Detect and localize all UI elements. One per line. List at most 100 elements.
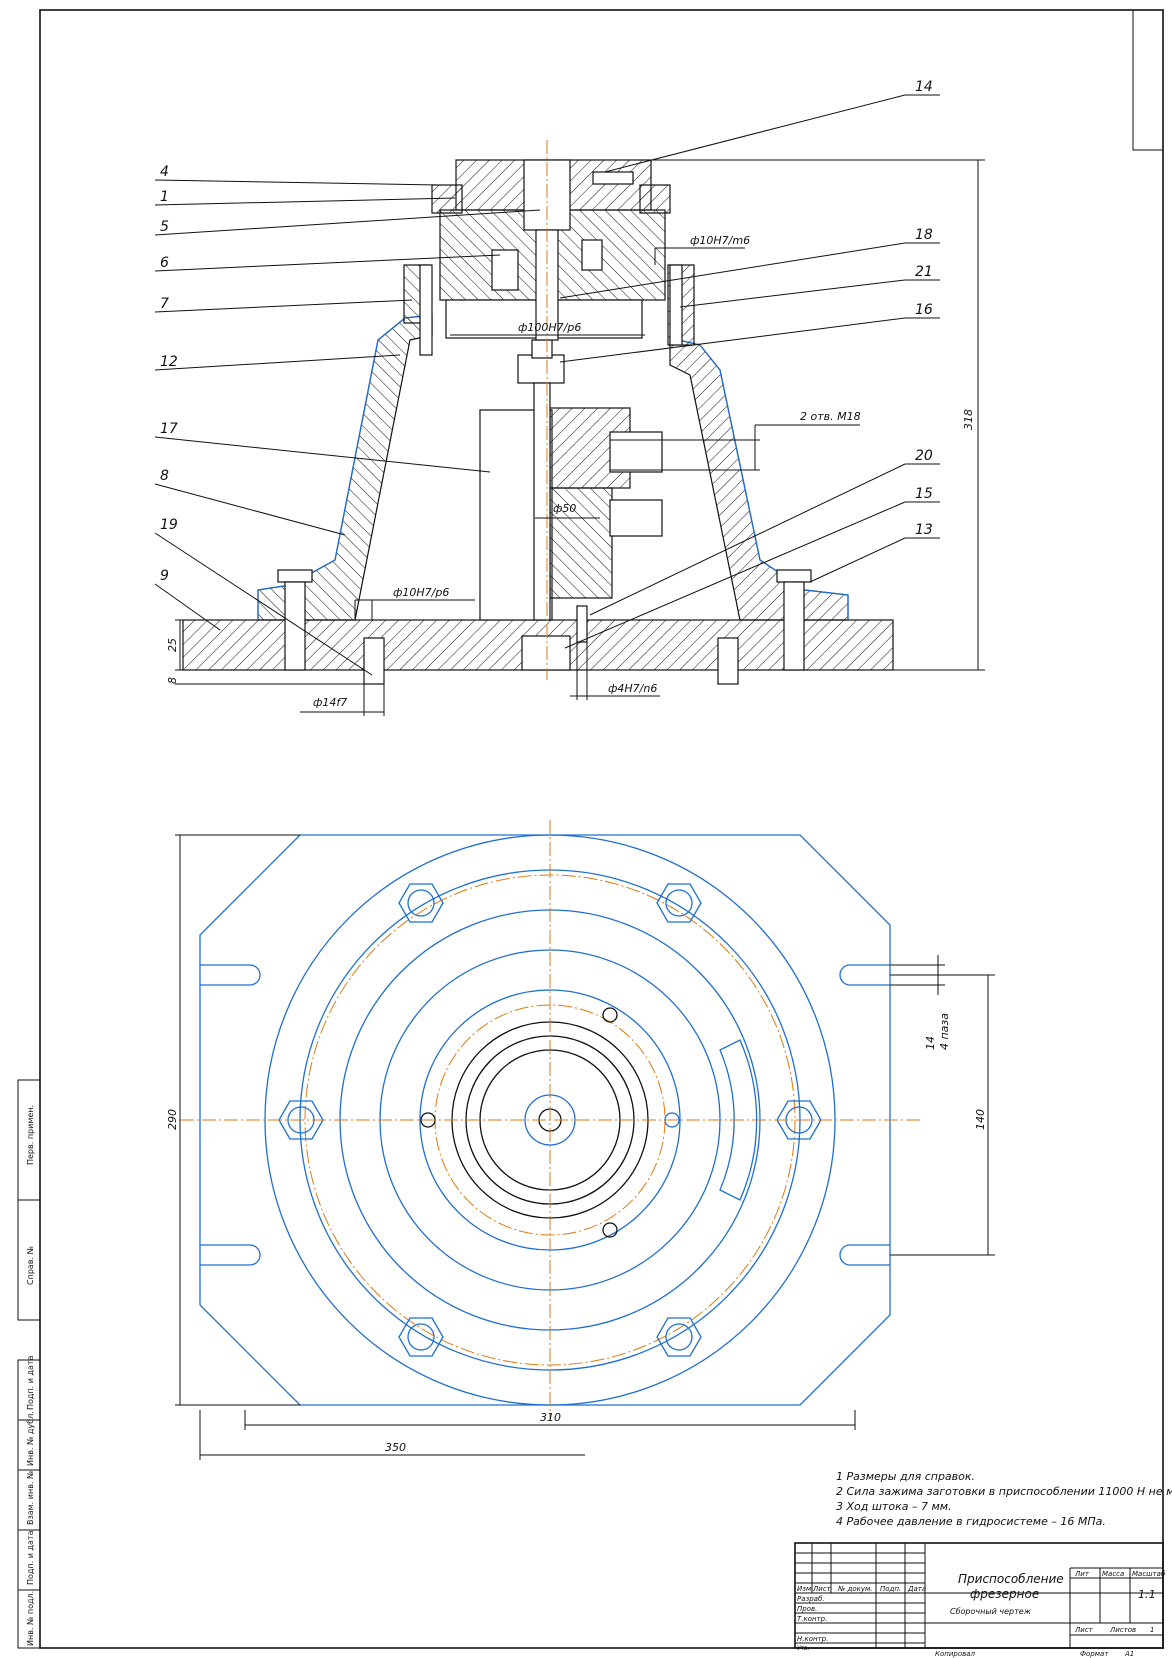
callout-label: 17	[160, 421, 178, 437]
callout-12: 12	[154, 354, 401, 371]
tb-doc-type: Сборочный чертеж	[950, 1607, 1032, 1616]
callout-label: 9	[160, 568, 169, 584]
callout-1: 1	[154, 189, 456, 206]
callout-17: 17	[154, 421, 491, 473]
dim-d14f7: ф14f7	[313, 696, 347, 709]
tb-listov: Листов	[1109, 1626, 1136, 1634]
tb-row-razrab: Разраб.	[797, 1595, 825, 1603]
base-bolt-left	[277, 569, 313, 671]
arc-slot	[719, 1039, 758, 1201]
note-line: 3 Ход штока – 7 мм.	[836, 1500, 952, 1513]
tb-name-line2: фрезерное	[970, 1587, 1039, 1601]
tb-format: Формат	[1080, 1650, 1109, 1658]
dim-d290: 290	[166, 1109, 179, 1130]
hydraulic-cylinder	[479, 339, 663, 621]
callout-label: 4	[160, 164, 169, 180]
callout-15: 15	[564, 486, 940, 649]
note-line: 1 Размеры для справок.	[836, 1470, 975, 1483]
callout-7: 7	[154, 296, 413, 313]
tb-lit: Лит	[1074, 1570, 1090, 1578]
dim-h8: 8	[166, 677, 179, 684]
section-view: 14 4 1 5 18 6	[154, 79, 985, 716]
tb-row-tkontr: Т.контр.	[797, 1615, 827, 1623]
plan-dimensions: 290 310 350 140 14 4 паза	[166, 834, 995, 1460]
callout-14: 14	[604, 79, 940, 173]
callout-label: 14	[915, 79, 933, 95]
tb-format-value: А1	[1124, 1650, 1134, 1658]
callout-label: 1	[160, 189, 169, 205]
tb-col-podp: Подп.	[880, 1585, 901, 1593]
callout-label: 15	[915, 486, 933, 502]
callout-label: 19	[160, 517, 178, 533]
callout-20: 20	[589, 448, 940, 616]
callout-6: 6	[154, 254, 501, 272]
strip-label: Взам. инв. №	[26, 1470, 35, 1525]
callout-label: 13	[915, 522, 933, 538]
tb-list: Лист	[1074, 1626, 1094, 1634]
callout-16: 16	[559, 302, 940, 363]
base-bolt-right	[776, 569, 812, 671]
dim-holes-m18: 2 отв. M18	[800, 410, 861, 423]
dim-d14: 14	[924, 1036, 937, 1050]
tb-col-izm: Изм	[797, 1585, 812, 1593]
callout-label: 21	[915, 264, 933, 280]
tb-row-prov: Пров.	[797, 1605, 817, 1613]
callouts: 14 4 1 5 18 6	[154, 79, 940, 676]
tb-massa: Масса	[1102, 1570, 1124, 1578]
callout-label: 8	[160, 468, 169, 484]
callout-label: 16	[915, 302, 933, 318]
note-line: 2 Сила зажима заготовки в приспособлении…	[836, 1485, 1172, 1498]
strip-label: Справ. №	[26, 1245, 35, 1285]
strip-label: Инв. № подл.	[26, 1591, 35, 1646]
strip-label: Подп. и дата	[26, 1355, 35, 1410]
callout-label: 5	[160, 219, 169, 235]
callout-18: 18	[559, 227, 940, 299]
callout-21: 21	[679, 264, 940, 308]
tb-row-utv: Утв.	[797, 1645, 810, 1652]
tb-kopiroval: Копировал	[935, 1650, 976, 1658]
callout-label: 18	[915, 227, 933, 243]
callout-label: 12	[160, 354, 178, 370]
dim-fit-100h7-p6: ф100H7/p6	[518, 321, 581, 334]
callout-label: 20	[915, 448, 933, 464]
dim-fit-10h7-m6: ф10H7/m6	[690, 234, 750, 247]
strip-label: Инв. № дубл.	[26, 1411, 35, 1466]
callout-8: 8	[154, 468, 346, 536]
dim-h318: 318	[962, 409, 975, 430]
dim-fit-10h7-p6: ф10H7/p6	[393, 586, 449, 599]
tb-col-list: Лист	[812, 1585, 832, 1593]
tb-scale-value: 1:1	[1138, 1588, 1156, 1601]
dim-fit-4h7-n6: ф4H7/n6	[608, 682, 657, 695]
title-block: Изм Лист № докум. Подп. Дата Разраб. Про…	[794, 1542, 1166, 1658]
callout-label: 6	[160, 255, 169, 271]
strip-label: Подп. и дата	[26, 1530, 35, 1585]
dim-h25: 25	[166, 638, 179, 652]
callout-label: 7	[160, 296, 169, 312]
section-dimensions: ф10H7/m6 ф100H7/p6 2 отв. M18 ф50 ф10H7/…	[166, 159, 985, 716]
sheet-frame	[39, 9, 1164, 1649]
tb-masshtab: Масштаб	[1132, 1570, 1166, 1578]
callout-9: 9	[154, 568, 221, 631]
mounting-slots	[200, 964, 890, 1266]
dim-d350: 350	[385, 1441, 406, 1454]
plate-outline	[199, 834, 891, 1406]
dim-slots: 4 паза	[938, 1013, 951, 1050]
callout-5: 5	[154, 209, 541, 236]
strip-label: Перв. примен.	[26, 1105, 35, 1165]
dim-d140: 140	[974, 1109, 987, 1130]
plan-view: 290 310 350 140 14 4 паза	[166, 820, 995, 1460]
note-line: 4 Рабочее давление в гидросистеме – 16 М…	[836, 1515, 1106, 1528]
technical-notes: 1 Размеры для справок. 2 Сила зажима заг…	[836, 1470, 1172, 1528]
tb-name-line1: Приспособление	[958, 1572, 1064, 1586]
tb-col-data: Дата	[907, 1585, 926, 1593]
callout-4: 4	[154, 164, 439, 186]
callout-13: 13	[809, 522, 940, 583]
tb-col-ndokum: № докум.	[837, 1585, 873, 1593]
dim-d50: ф50	[553, 502, 576, 515]
tb-listov-value: 1	[1150, 1626, 1154, 1634]
side-strip: Перв. примен. Справ. № Подп. и дата Инв.…	[17, 1079, 41, 1649]
callout-19: 19	[154, 517, 373, 676]
dim-d310: 310	[540, 1411, 561, 1424]
tb-row-nkontr: Н.контр.	[797, 1635, 828, 1643]
